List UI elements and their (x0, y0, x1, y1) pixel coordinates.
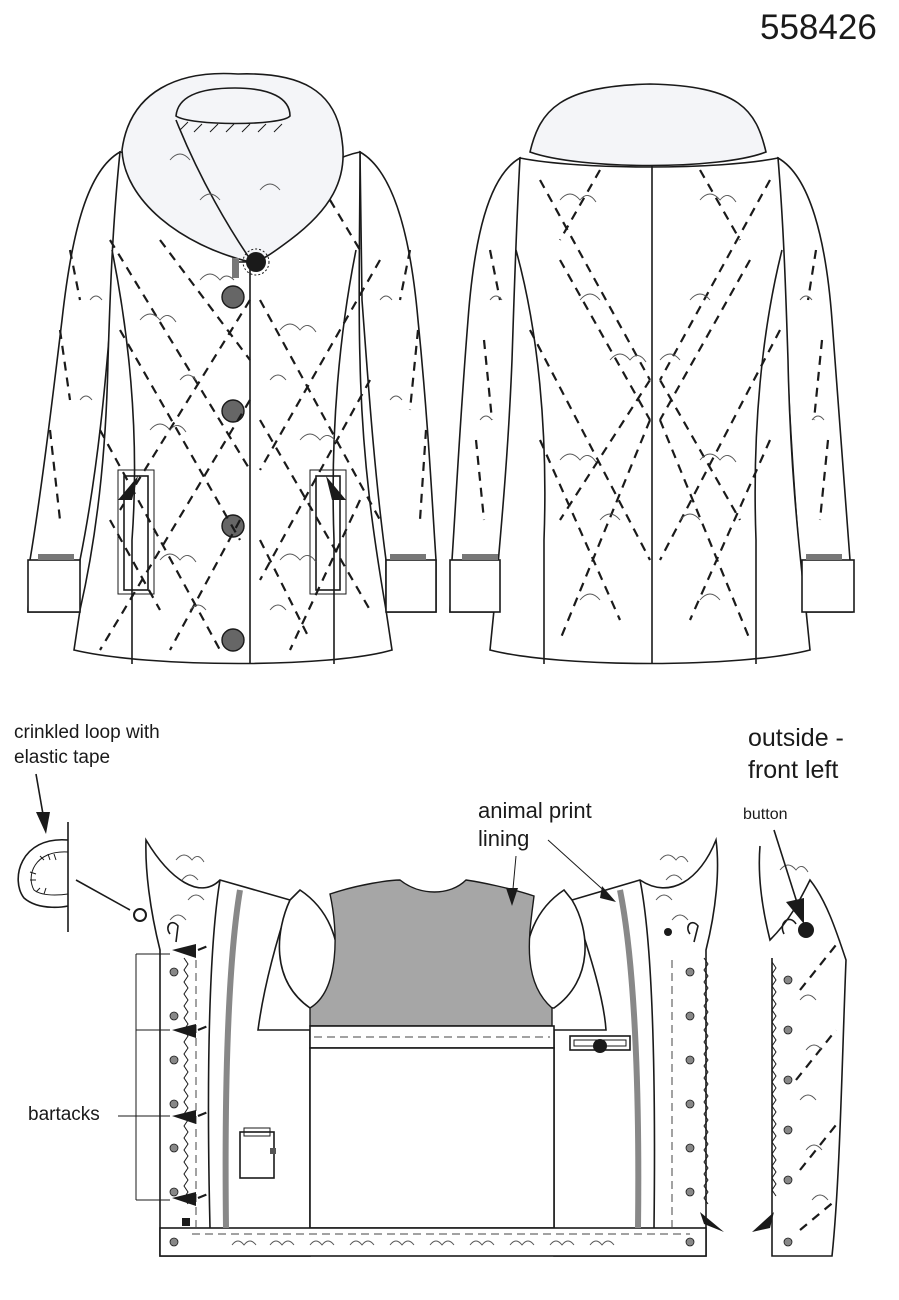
front-right-princess-seam (332, 249, 357, 664)
front-right-pocket-bartack (326, 476, 346, 500)
front-collar-rib (179, 121, 283, 133)
hem-left-corner-mark (182, 1218, 190, 1226)
back-quilting-lines (474, 169, 830, 641)
hem-right-corner-mark (700, 1212, 724, 1232)
front-left-cuff-tab (38, 554, 74, 560)
outside-fur-texture (779, 864, 829, 1201)
left-hanger-hook (167, 921, 179, 943)
bartack-2 (172, 1024, 196, 1038)
front-button-1 (221, 285, 245, 309)
button-callout (773, 829, 804, 924)
inner-card-pocket (239, 1131, 275, 1179)
back-fur-texture (479, 193, 825, 601)
outside-front-left-label: outside - front left (748, 724, 844, 784)
outside-snap-dots (783, 975, 793, 1247)
front-right-pocket-welt (315, 475, 341, 591)
front-right-cuff (385, 559, 437, 613)
collar-button (246, 252, 266, 272)
left-zigzag-edge (183, 957, 189, 1205)
right-hanger-hook (687, 921, 699, 943)
animal-print-lining-label: animal print lining (478, 798, 592, 851)
right-facing-piping (617, 889, 642, 1229)
front-button-4 (221, 628, 245, 652)
front-left-pocket-welt (123, 475, 149, 591)
crinkled-loop-arrow-2 (75, 879, 131, 911)
left-snap-dots (169, 967, 179, 1247)
front-collar-roll-line (175, 119, 253, 263)
front-fur-texture (79, 153, 403, 611)
hem-fur-texture (231, 1240, 615, 1246)
front-right-cuff-tab (390, 554, 426, 560)
right-facing-seam (639, 879, 656, 1229)
outside-front-left-view (752, 845, 847, 1257)
right-collar-dot (664, 928, 672, 936)
back-left-cuff (449, 559, 501, 613)
bartack-4 (172, 1192, 196, 1206)
crinkled-loop-label: crinkled loop with elastic tape (14, 722, 160, 768)
inner-card-pocket-tab (270, 1148, 276, 1154)
back-left-cuff-tab (462, 554, 498, 560)
crinkled-loop-inner (30, 851, 69, 896)
outside-hem-corner-mark (752, 1212, 774, 1232)
collar-button-ring (242, 248, 270, 276)
outside-zigzag-edge (771, 961, 777, 1197)
outside-panel (758, 845, 847, 1257)
collar-loop-tab (232, 258, 239, 278)
animal-print-lining (309, 879, 553, 1027)
crinkled-loop-ripple (29, 853, 57, 895)
bartack-3 (172, 1110, 196, 1124)
crinkled-loop-ring (133, 908, 147, 922)
inner-pocket-button (593, 1039, 607, 1053)
outside-quilting (795, 939, 841, 1231)
inside-left-collar-fur (169, 854, 205, 921)
back-right-cuff-tab (806, 554, 842, 560)
front-left-cuff (27, 559, 81, 613)
front-right-sleeve (359, 150, 437, 613)
crinkled-loop-detail (17, 773, 147, 932)
bartacks-bracket (118, 953, 170, 1201)
back-left-princess-seam (515, 249, 546, 664)
front-view (27, 72, 437, 665)
inside-right-collar-fur (655, 854, 689, 921)
left-facing-seam (207, 879, 221, 1229)
front-quilting-lines (48, 199, 428, 651)
bartack-stitch-marks (197, 944, 209, 1200)
inside-back-panel (309, 1047, 555, 1229)
inside-open-view (145, 836, 724, 1257)
crinkled-loop-arrowhead-1 (36, 812, 50, 834)
front-left-princess-seam (111, 249, 136, 664)
front-button-2 (221, 399, 245, 423)
back-collar (529, 83, 767, 167)
back-view (449, 83, 855, 665)
front-left-sleeve (27, 150, 121, 613)
lining-callout (506, 839, 616, 906)
left-facing-piping (222, 889, 243, 1229)
front-left-pocket (117, 469, 155, 595)
front-collar-neck-opening (175, 87, 291, 125)
front-left-pocket-bartack (118, 476, 138, 500)
button-label: button (743, 806, 788, 823)
back-body (489, 157, 811, 665)
bartacks-label: bartacks (28, 1104, 100, 1125)
crinkled-loop-shape (17, 822, 69, 932)
outside-button-loop (781, 918, 797, 935)
inner-card-pocket-welt (243, 1127, 271, 1137)
back-right-princess-seam (754, 249, 783, 664)
back-right-cuff (801, 559, 855, 613)
outside-collar-button (798, 922, 814, 938)
style-number: 558426 (760, 8, 877, 47)
right-zigzag-edge (703, 957, 709, 1205)
right-snap-dots (685, 967, 695, 1247)
bartack-1 (172, 944, 196, 958)
